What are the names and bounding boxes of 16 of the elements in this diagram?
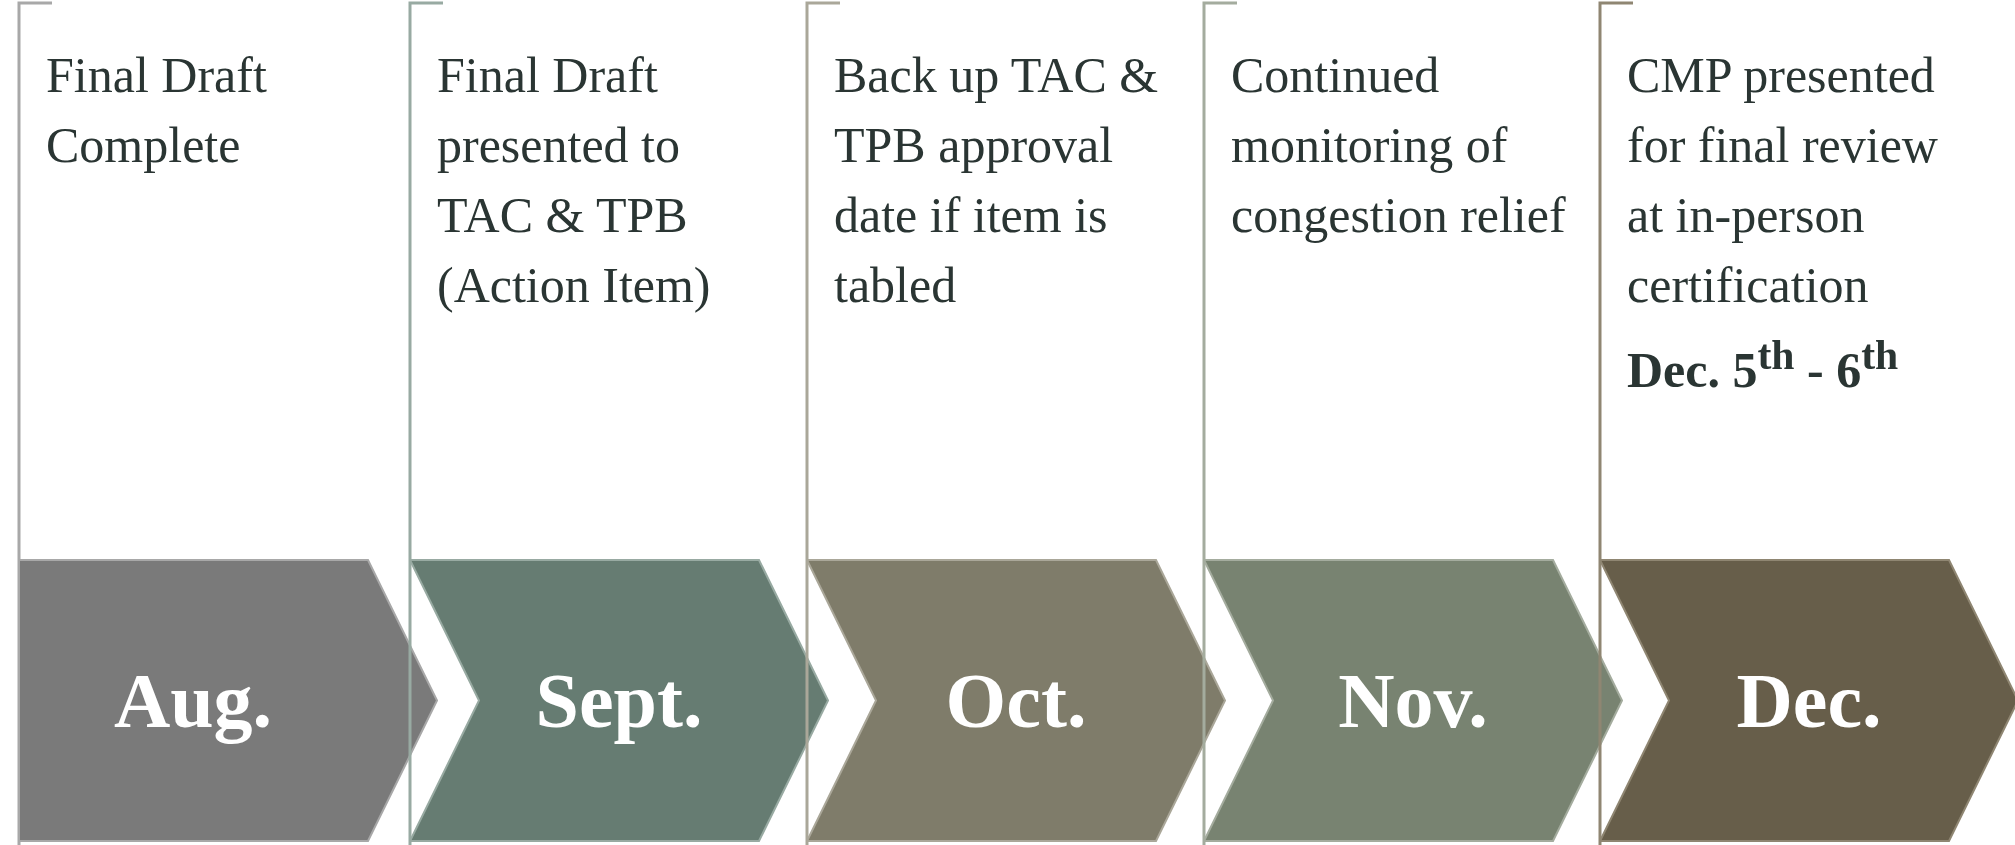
timeline-step bbox=[1203, 559, 1623, 842]
milestone-text: Back up TAC & TPB approval date if item is tabled bbox=[834, 46, 1160, 315]
milestone-text: Continued monitoring of congestion relief bbox=[1231, 46, 1567, 245]
milestone-text: Final Draft Complete bbox=[46, 46, 268, 175]
month-label: Aug. bbox=[112, 655, 274, 746]
timeline-step bbox=[18, 559, 438, 842]
month-label: Dec. bbox=[1735, 655, 1883, 746]
month-label: Oct. bbox=[944, 655, 1088, 746]
month-label: Sept. bbox=[534, 655, 704, 746]
timeline-step bbox=[1599, 559, 2015, 842]
milestone-text: CMP presented for final review at in-person certification bbox=[1627, 46, 1939, 315]
timeline-step bbox=[806, 559, 1226, 842]
timeline-step bbox=[409, 559, 829, 842]
month-label: Nov. bbox=[1337, 655, 1489, 746]
date-text: Dec. 5$^{th}$ - 6$^{th}$ bbox=[1627, 331, 1900, 400]
milestone-text: Final Draft presented to TAC & TPB (Action Item) bbox=[437, 46, 712, 315]
